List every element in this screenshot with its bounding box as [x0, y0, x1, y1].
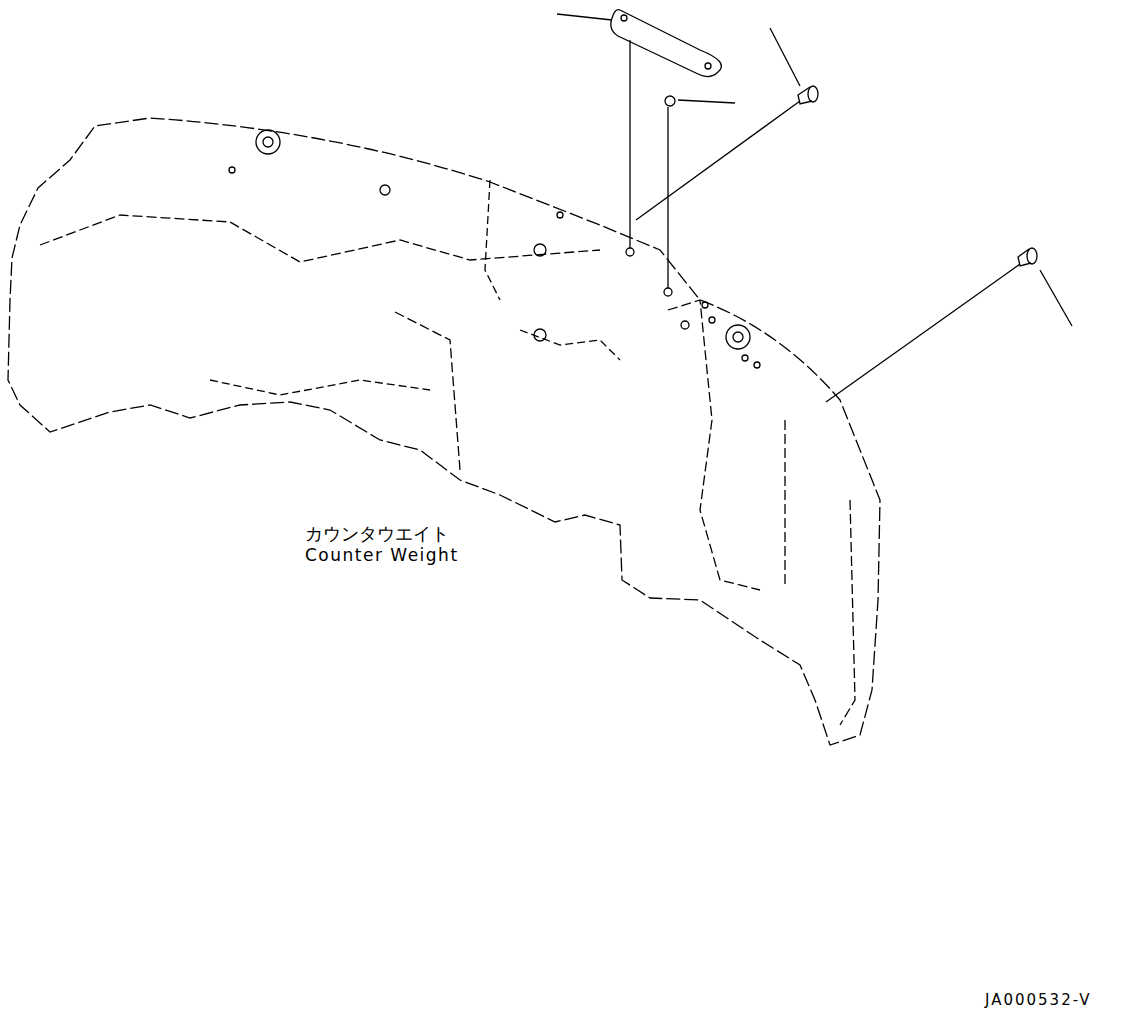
drawing-number: JA000532-V — [985, 992, 1091, 1009]
bolt — [1018, 248, 1037, 266]
cover-plate — [611, 10, 722, 77]
bolt — [798, 86, 818, 104]
counterweight-outline — [8, 118, 880, 745]
part-name: Counter Weight — [305, 546, 459, 565]
part-name-japanese: カウンタウエイト — [305, 524, 449, 544]
